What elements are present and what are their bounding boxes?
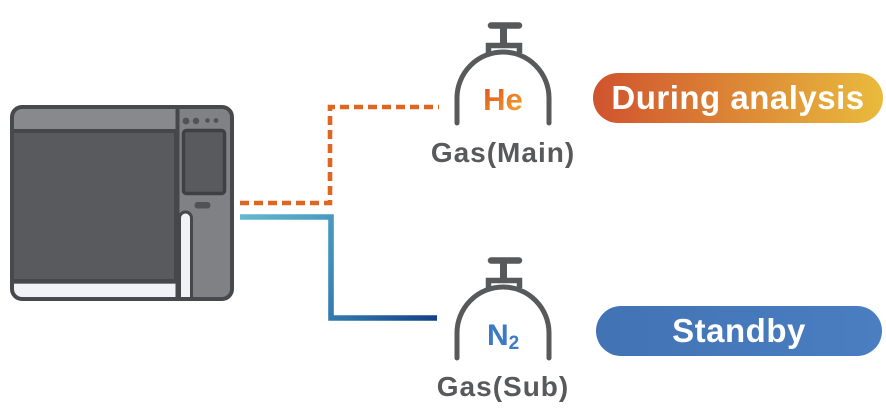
instrument-handle [178, 210, 193, 299]
panel-pill-button-icon [194, 202, 211, 209]
standby-badge-label: Standby [672, 312, 806, 349]
n2-symbol: N2 [487, 319, 519, 354]
instrument-screen [181, 128, 227, 196]
n2-cylinder-icon [454, 257, 552, 361]
during-analysis-badge: During analysis [593, 73, 883, 123]
panel-button-icon [205, 118, 210, 123]
standby-badge: Standby [596, 306, 882, 356]
sub-gas-line [240, 214, 437, 321]
sub-gas-label: Gas(Sub) [437, 371, 569, 402]
instrument-top-band [12, 107, 176, 131]
he-symbol: He [483, 82, 523, 117]
during-analysis-badge-label: During analysis [611, 79, 865, 116]
he-cylinder-icon [454, 22, 552, 126]
panel-button-icon [192, 117, 200, 125]
instrument-outline [10, 105, 234, 301]
gas-chromatograph-icon [10, 105, 234, 301]
panel-button-icon [213, 118, 219, 123]
panel-button-icon [182, 117, 190, 125]
main-gas-line-dashed [240, 104, 439, 206]
instrument-front-door [12, 129, 178, 283]
instrument-bottom-strip [12, 284, 176, 299]
main-gas-label: Gas(Main) [431, 137, 575, 168]
